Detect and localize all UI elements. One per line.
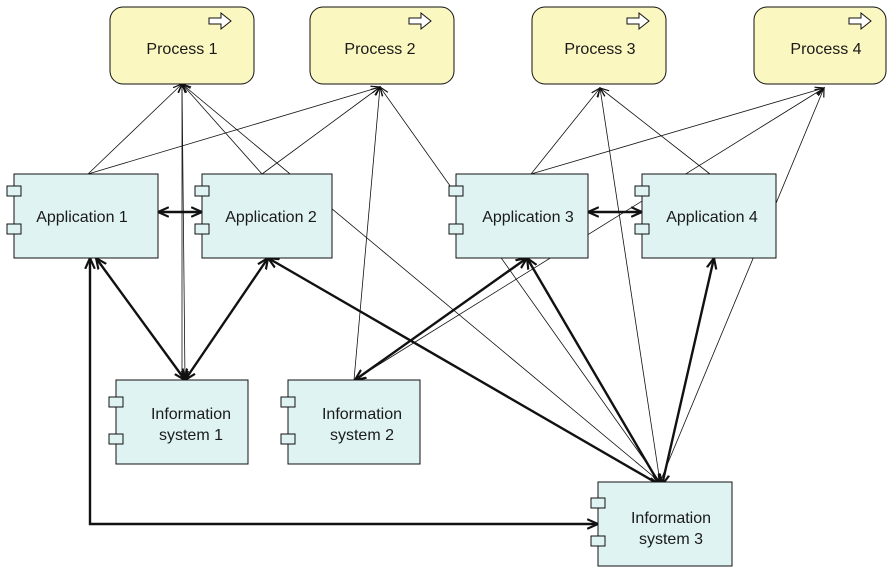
connector-line bbox=[87, 84, 182, 175]
connector-line bbox=[600, 88, 661, 483]
information-system-3: Information system 3 bbox=[590, 481, 733, 567]
component-icon bbox=[194, 185, 210, 235]
application-1: Application 1 bbox=[6, 173, 159, 259]
information-system-label-line1: Information bbox=[151, 406, 231, 423]
connector-line bbox=[530, 88, 600, 175]
process-arrow-icon bbox=[626, 11, 650, 31]
information-system-label-line1: Information bbox=[322, 406, 402, 423]
information-system-1: Information system 1 bbox=[108, 379, 249, 465]
connector-line bbox=[600, 88, 711, 175]
connector-line bbox=[380, 87, 661, 483]
connector-line bbox=[530, 88, 824, 175]
application-2: Application 2 bbox=[194, 173, 333, 259]
process-label: Process 1 bbox=[146, 41, 217, 58]
flow-line bbox=[662, 258, 714, 485]
application-label: Application 1 bbox=[36, 209, 128, 226]
flow-line bbox=[527, 258, 660, 485]
application-label: Application 4 bbox=[666, 209, 758, 226]
connector-line bbox=[182, 84, 661, 483]
component-icon bbox=[448, 185, 464, 235]
process-2: Process 2 bbox=[309, 6, 455, 85]
component-icon bbox=[6, 185, 22, 235]
application-label: Application 2 bbox=[225, 209, 317, 226]
flow-line bbox=[90, 258, 598, 524]
application-label: Application 3 bbox=[482, 209, 574, 226]
component-icon bbox=[108, 396, 124, 445]
connector-line bbox=[659, 88, 824, 483]
connector-line bbox=[182, 83, 185, 380]
process-label: Process 3 bbox=[564, 41, 635, 58]
connector-line bbox=[87, 87, 380, 175]
connector-line bbox=[353, 87, 380, 381]
information-system-label-line1: Information bbox=[631, 510, 711, 527]
connector-line bbox=[261, 87, 380, 175]
process-arrow-icon bbox=[208, 11, 232, 31]
component-icon bbox=[280, 396, 296, 445]
flow-line bbox=[96, 258, 185, 380]
process-arrow-icon bbox=[848, 11, 872, 31]
process-label: Process 4 bbox=[790, 41, 861, 58]
information-system-label-line2: system 3 bbox=[639, 531, 703, 548]
information-system-label-line2: system 1 bbox=[159, 427, 223, 444]
flow-line bbox=[185, 258, 268, 380]
process-arrow-icon bbox=[408, 11, 432, 31]
process-3: Process 3 bbox=[531, 6, 667, 85]
flow-lines bbox=[90, 212, 714, 524]
component-icon bbox=[590, 497, 606, 547]
connector-line bbox=[182, 84, 263, 175]
information-system-2: Information system 2 bbox=[280, 379, 421, 465]
process-4: Process 4 bbox=[753, 6, 887, 85]
information-system-label-line2: system 2 bbox=[330, 427, 394, 444]
application-3: Application 3 bbox=[448, 173, 589, 259]
process-label: Process 2 bbox=[344, 41, 415, 58]
flow-line bbox=[355, 258, 527, 380]
process-1: Process 1 bbox=[109, 6, 255, 85]
application-4: Application 4 bbox=[634, 173, 777, 259]
component-icon bbox=[634, 185, 650, 235]
